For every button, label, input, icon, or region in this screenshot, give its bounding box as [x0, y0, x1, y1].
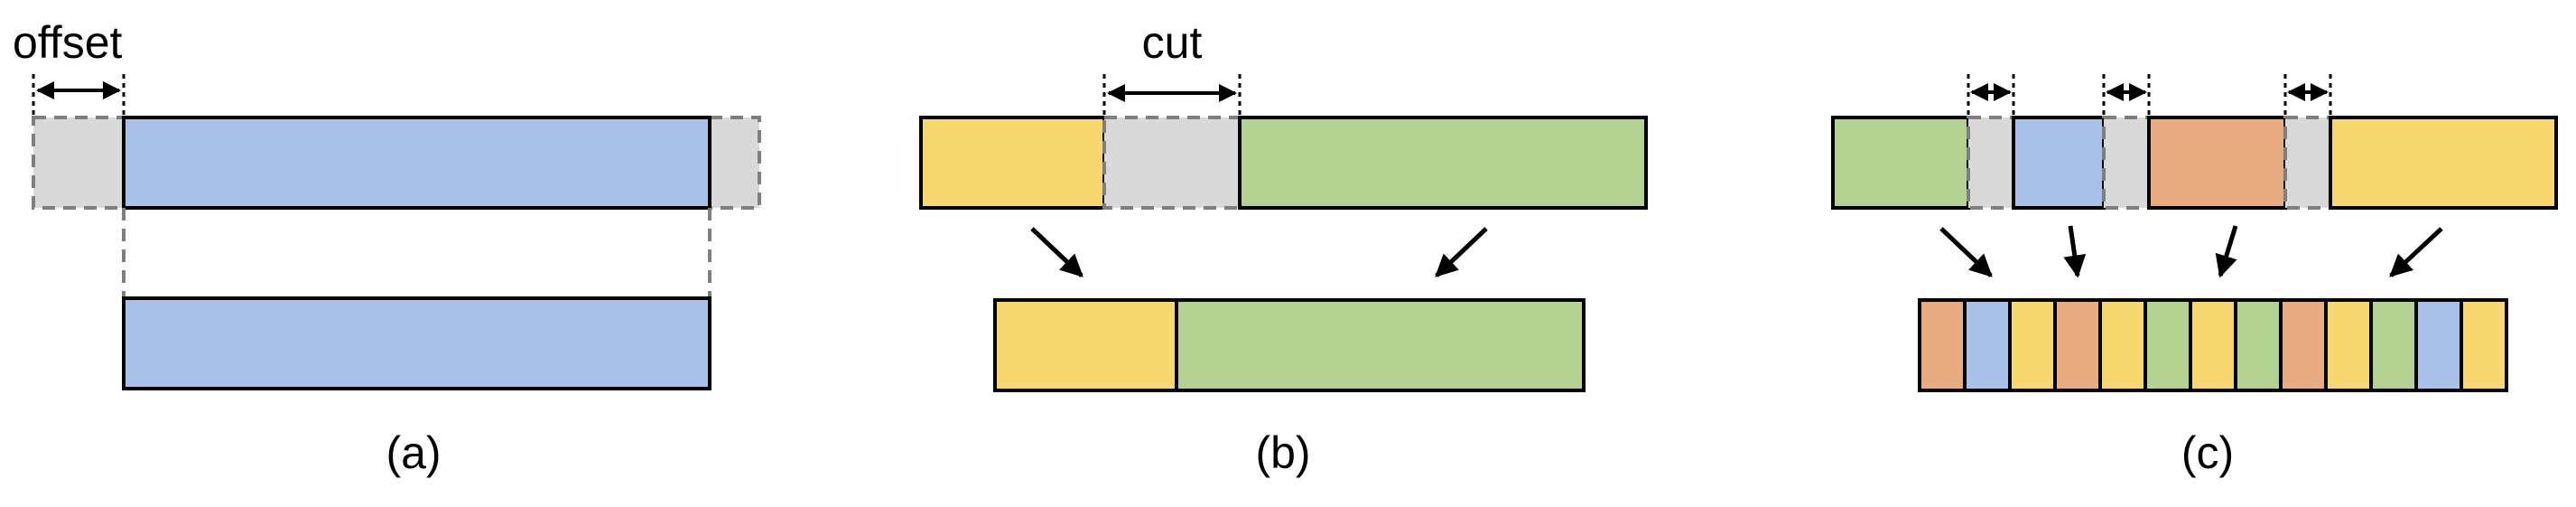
source-block-yellow [919, 116, 1106, 210]
caption-c: (c) [2181, 427, 2234, 478]
output-segment-green [2369, 298, 2418, 392]
caption-b: (b) [1255, 427, 1310, 478]
gap-1 [1967, 116, 2015, 210]
result-block-yellow [993, 298, 1178, 392]
source-block-green [1831, 116, 1970, 210]
output-segment-yellow [2324, 298, 2373, 392]
arrow-orange-down [2215, 225, 2238, 278]
source-block-blue [122, 116, 711, 210]
output-segment-green [2234, 298, 2283, 392]
gap-3 [2283, 116, 2332, 210]
output-segment-orange [2053, 298, 2102, 392]
output-segment-yellow [2189, 298, 2237, 392]
arrow-green-down [1435, 227, 1488, 277]
result-block-blue [122, 296, 711, 390]
cut-label: cut [1142, 17, 1203, 68]
offset-right-pad [708, 116, 761, 210]
offset-label: offset [13, 17, 122, 68]
panel-a: offset (a) [13, 17, 761, 478]
source-block-yellow [2329, 116, 2558, 210]
arrow-yellow-down [1030, 227, 1083, 277]
gap-markers [1967, 74, 2332, 117]
source-block-green [1238, 116, 1648, 210]
cut-region [1102, 116, 1242, 210]
output-segment-orange [1918, 298, 1967, 392]
output-segment-orange [2279, 298, 2328, 392]
gap-2 [2102, 116, 2151, 210]
output-segment-yellow [2098, 298, 2147, 392]
arrow-yellow-down [2389, 227, 2443, 277]
source-block-orange [2147, 116, 2287, 210]
output-strip [1918, 298, 2508, 392]
panel-c: (c) [1831, 74, 2558, 478]
panel-b: cut (b) [919, 17, 1648, 478]
offset-left-pad [32, 116, 126, 210]
output-segment-blue [2414, 298, 2463, 392]
arrow-blue-down [2063, 225, 2087, 278]
output-segment-blue [1963, 298, 2012, 392]
result-block-green [1175, 298, 1586, 392]
output-segment-yellow [2008, 298, 2057, 392]
arrow-green-down [1939, 227, 1993, 277]
output-segment-yellow [2460, 298, 2508, 392]
caption-a: (a) [386, 427, 441, 478]
source-block-blue [2012, 116, 2106, 210]
output-segment-green [2144, 298, 2192, 392]
